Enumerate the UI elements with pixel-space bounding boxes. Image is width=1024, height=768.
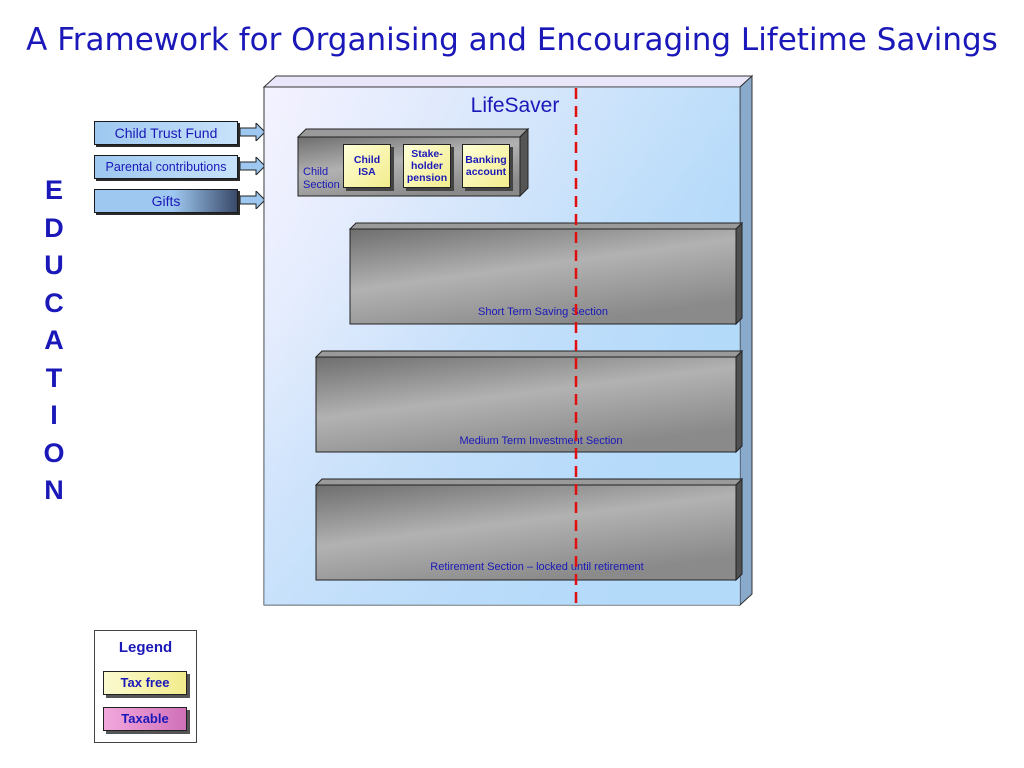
short-term-section-label: Short Term Saving Section	[477, 306, 609, 318]
child-section-label-line: Section	[303, 179, 340, 191]
legend-title: Legend	[118, 639, 173, 656]
education-letter: U	[44, 250, 64, 280]
medium-term-section-box	[315, 356, 737, 453]
child-section-label-line: Child	[303, 166, 329, 178]
retirement-section-box	[315, 484, 737, 581]
product-label-line: Child	[353, 154, 381, 166]
input-parental-contributions: Parental contributions	[94, 155, 238, 179]
short-term-section-box	[349, 228, 737, 325]
education-letter: C	[44, 287, 64, 318]
education-letter: D	[44, 212, 64, 243]
arrow-right-icon	[240, 157, 266, 175]
page-title: A Framework for Organising and Encouragi…	[26, 22, 998, 58]
medium-term-section-label: Medium Term Investment Section	[459, 435, 623, 447]
arrow-right-icon	[240, 123, 266, 141]
dashed-divider-line	[574, 88, 578, 608]
legend-taxable: Taxable	[103, 707, 187, 731]
education-label: E D U C A T I O N	[40, 172, 68, 510]
education-letter: A	[44, 325, 64, 355]
product-label-line: holder	[410, 160, 444, 172]
legend: Legend Tax free Taxable	[94, 630, 197, 743]
product-label-line: Stake-	[411, 148, 443, 160]
legend-tax-free: Tax free	[103, 671, 187, 695]
input-child-trust-fund: Child Trust Fund	[94, 121, 238, 145]
child-section-label: Child Section	[303, 166, 340, 192]
product-banking-account: Banking account	[462, 144, 510, 188]
lifesaver-title: LifeSaver	[470, 94, 560, 117]
education-letter: I	[50, 400, 58, 430]
product-label-line: account	[465, 166, 507, 178]
product-child-isa: Child ISA	[343, 144, 391, 188]
education-letter: T	[45, 362, 63, 393]
product-label-line: Banking	[465, 154, 507, 166]
product-label-line: pension	[406, 172, 448, 184]
education-letter: N	[44, 475, 64, 505]
input-gifts: Gifts	[94, 189, 238, 213]
education-letter: E	[44, 175, 63, 205]
product-label-line: ISA	[358, 166, 376, 178]
education-letter: O	[43, 437, 65, 468]
product-stakeholder-pension: Stake- holder pension	[403, 144, 451, 188]
retirement-section-label: Retirement Section – locked until retire…	[430, 561, 644, 573]
arrow-right-icon	[240, 191, 266, 209]
